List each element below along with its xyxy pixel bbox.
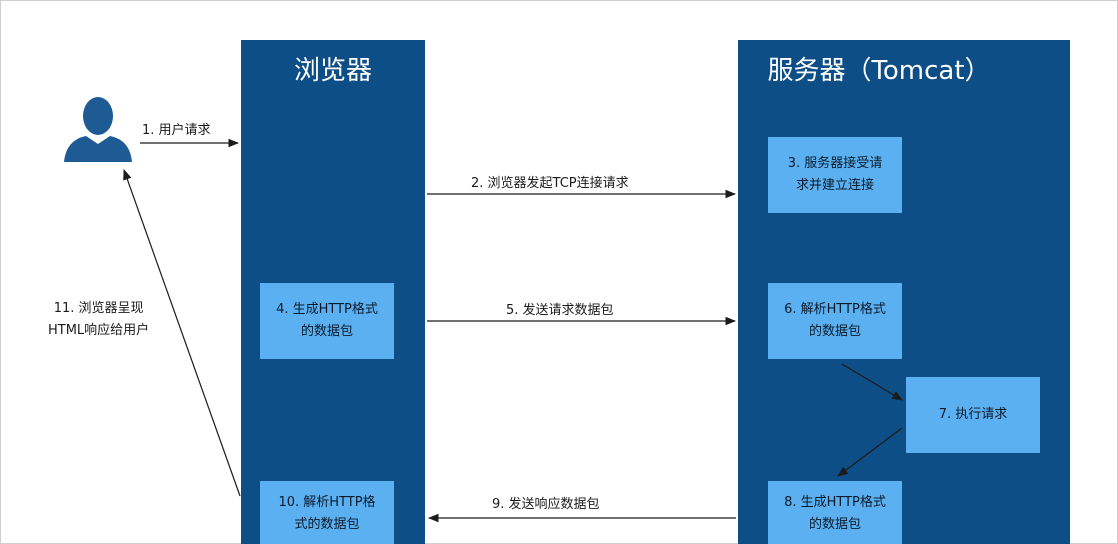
step-3-line-2: 求并建立连接: [795, 178, 874, 193]
step-4-box: 4. 生成HTTP格式 的数据包: [260, 283, 394, 359]
step-8-box: 8. 生成HTTP格式 的数据包: [768, 481, 902, 544]
step-7-line-1: 7. 执行请求: [938, 407, 1008, 422]
browser-title: 浏览器: [293, 56, 372, 86]
arrow-6-to-7: [841, 363, 903, 401]
step-10-line-2: 式的数据包: [294, 517, 360, 532]
step-9-label: 9. 发送响应数据包: [492, 497, 600, 512]
step-10-line-1: 10. 解析HTTP格: [278, 495, 376, 510]
step-3-line-1: 3. 服务器接受请: [787, 156, 883, 171]
step-8-line-2: 的数据包: [808, 517, 861, 532]
step-11-label: 11. 浏览器呈现 HTML响应给用户: [48, 298, 149, 342]
step-2-label: 2. 浏览器发起TCP连接请求: [471, 176, 629, 191]
arrow-7-to-8: [837, 427, 903, 477]
step-8-line-1: 8. 生成HTTP格式: [784, 495, 886, 510]
step-6-box: 6. 解析HTTP格式 的数据包: [768, 283, 902, 359]
arrow-step-11: [123, 168, 241, 497]
step-6-line-1: 6. 解析HTTP格式: [784, 302, 886, 317]
step-10-box: 10. 解析HTTP格 式的数据包: [260, 481, 394, 544]
step-5-label: 5. 发送请求数据包: [506, 303, 614, 318]
step-4-line-2: 的数据包: [300, 324, 353, 339]
step-1-label: 1. 用户请求: [142, 123, 211, 138]
step-11-line-1: 11. 浏览器呈现: [53, 301, 144, 316]
server-title: 服务器（Tomcat）: [767, 56, 991, 86]
step-3-box: 3. 服务器接受请 求并建立连接: [768, 137, 902, 213]
step-4-line-1: 4. 生成HTTP格式: [276, 302, 378, 317]
step-11-line-2: HTML响应给用户: [48, 323, 150, 338]
step-7-box: 7. 执行请求: [906, 377, 1040, 453]
user-icon: [58, 92, 138, 164]
step-6-line-2: 的数据包: [808, 324, 861, 339]
